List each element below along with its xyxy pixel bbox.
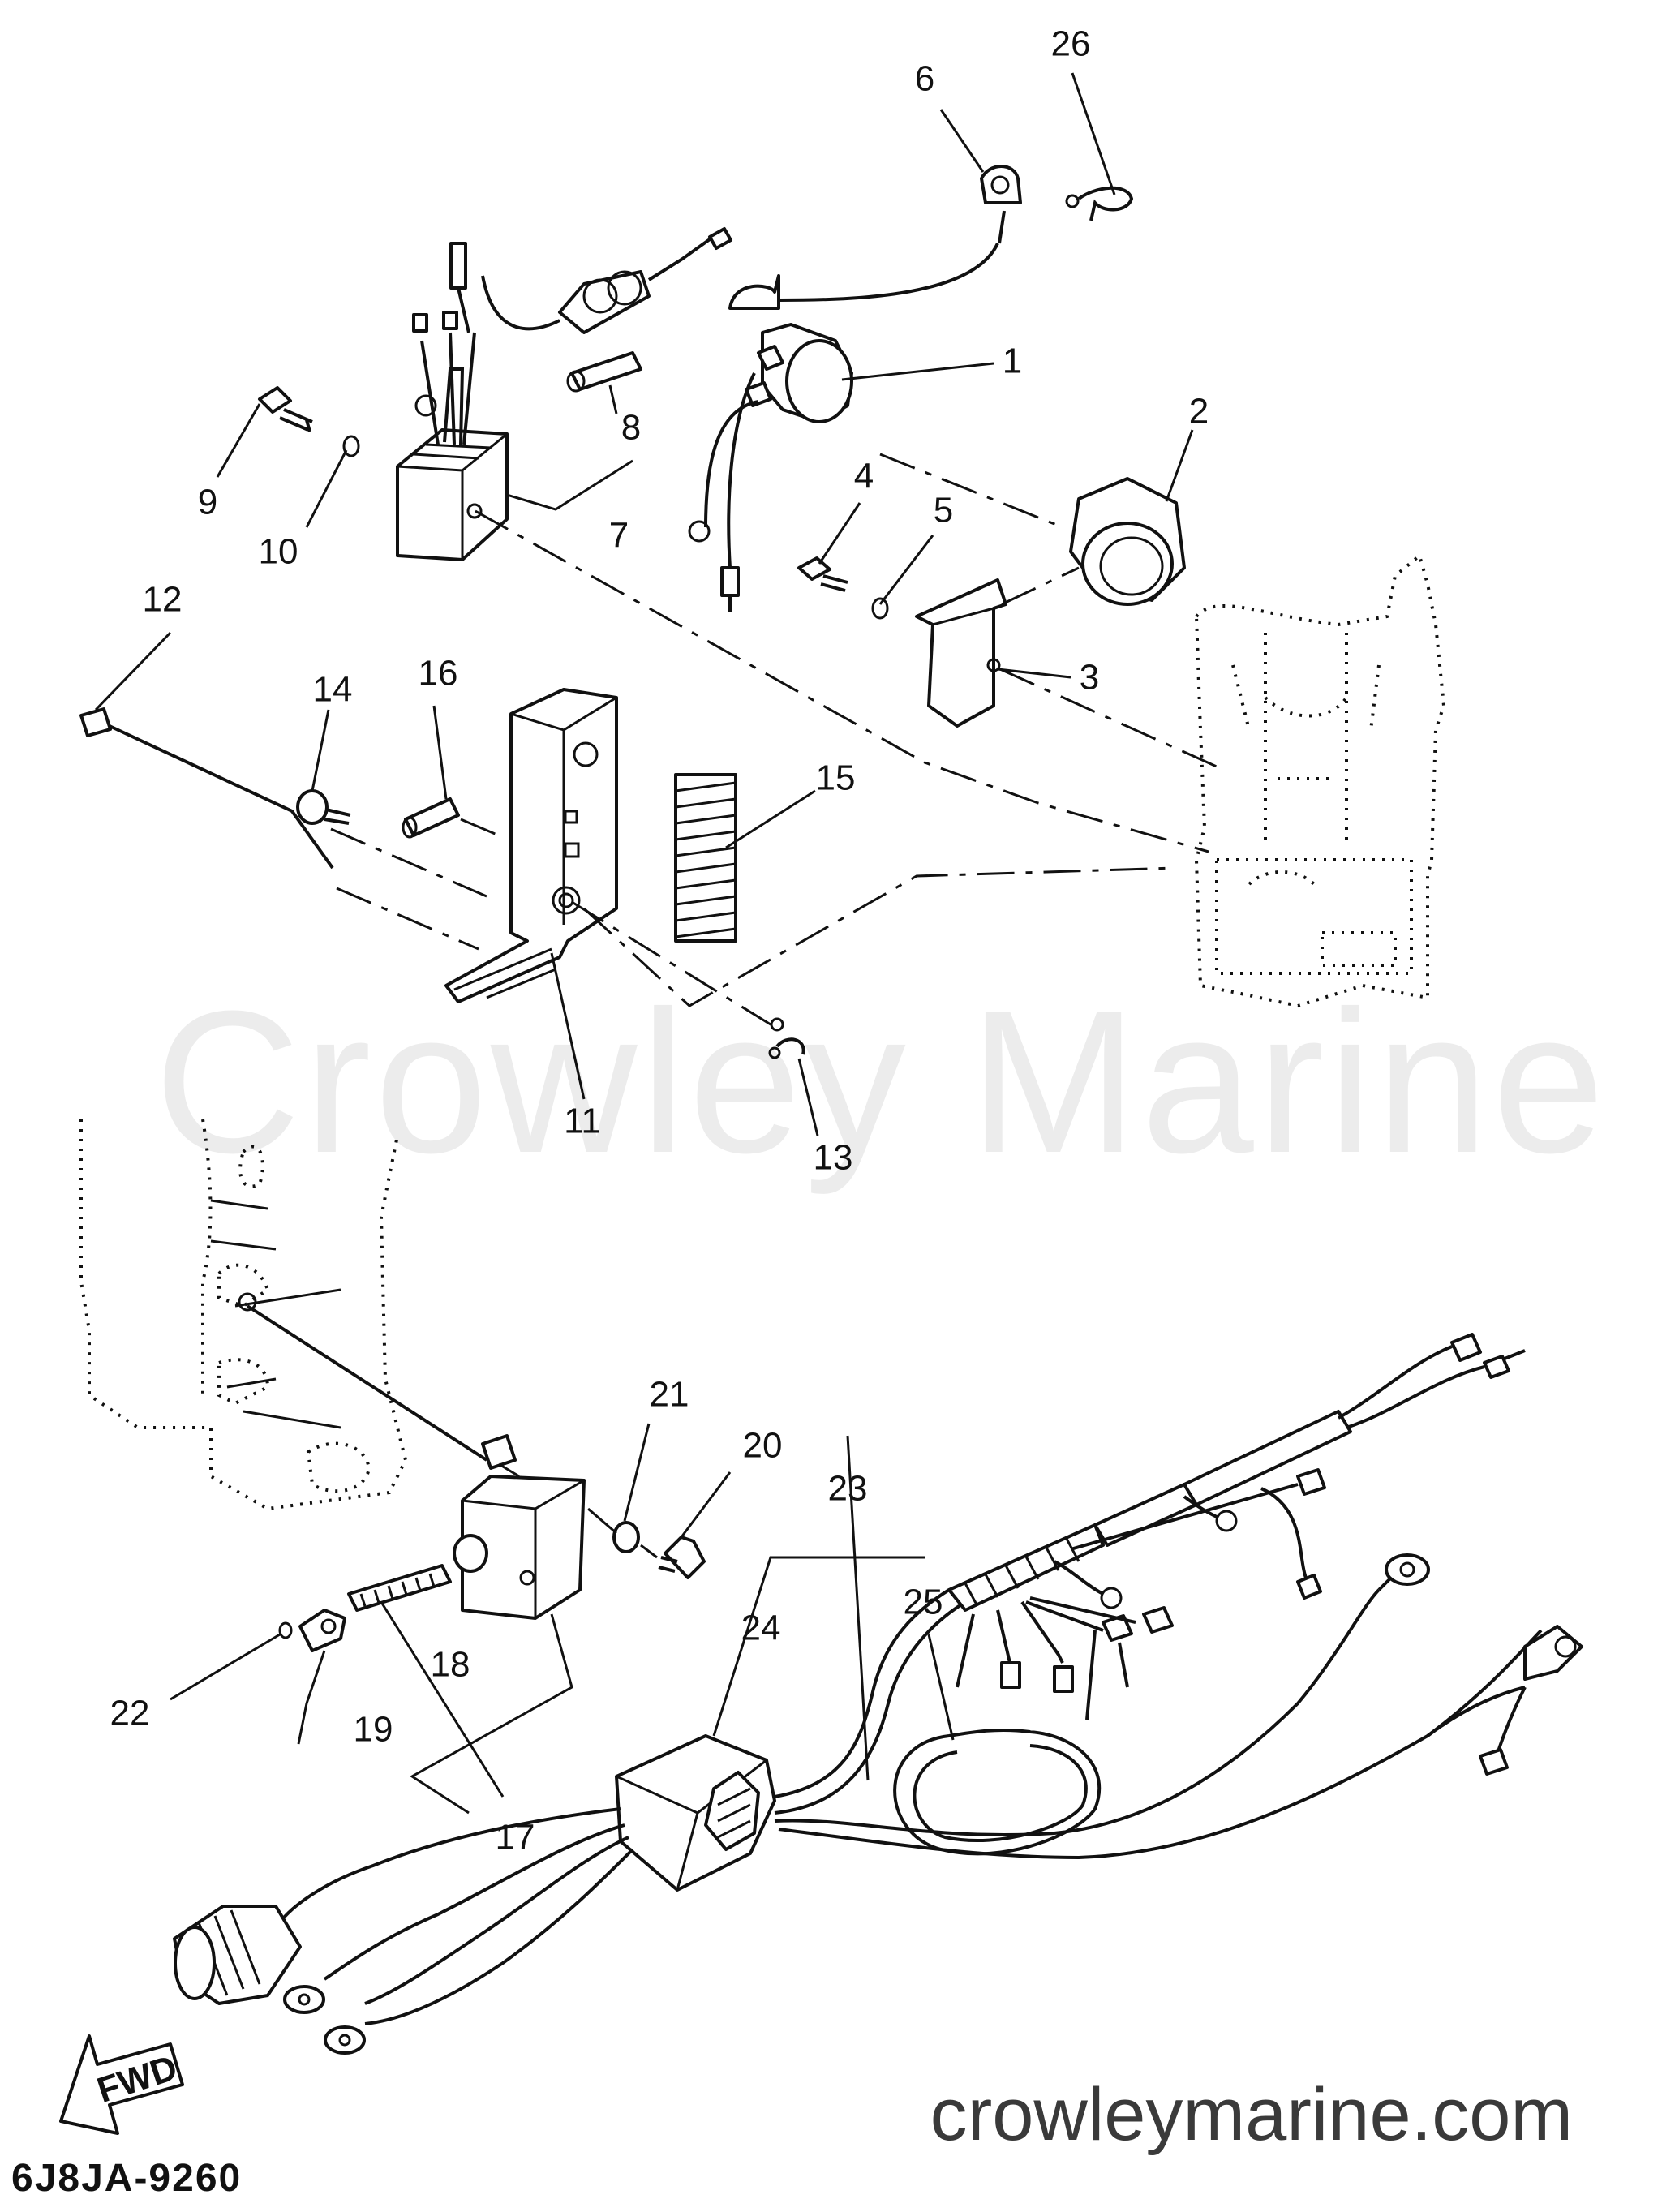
callout-23: 23 <box>828 1469 868 1509</box>
alignment-line-20 <box>640 1544 658 1559</box>
callout-19: 19 <box>354 1710 393 1750</box>
callout-2: 2 <box>1189 392 1209 432</box>
wire-harness-23 <box>173 1333 1583 2055</box>
callout-20: 20 <box>743 1426 783 1466</box>
relay-bracket-3 <box>915 578 1007 728</box>
callout-16: 16 <box>419 654 458 694</box>
site-url: crowleymarine.com <box>930 2073 1573 2156</box>
fwd-direction-arrow: FWD <box>59 2034 184 2135</box>
callout-8: 8 <box>621 408 641 448</box>
relay-grommet-2 <box>1069 477 1186 606</box>
clip-19 <box>298 1609 346 1652</box>
plunger-spring-18 <box>347 1564 452 1612</box>
starter-relay-assembly <box>688 165 1022 612</box>
diagram-reference-code: 6J8JA-9260 <box>11 2157 243 2200</box>
callout-1: 1 <box>1003 341 1022 381</box>
callout-numbers: 1 2 3 4 5 6 7 8 9 10 11 12 13 14 15 16 1… <box>110 24 1209 1858</box>
spring-clip-26 <box>1065 186 1134 221</box>
callout-9: 9 <box>198 483 217 522</box>
callout-13: 13 <box>814 1138 853 1178</box>
callout-17: 17 <box>496 1818 535 1858</box>
callout-7: 7 <box>609 516 629 556</box>
bolt-14 <box>296 789 351 825</box>
callout-4: 4 <box>854 457 874 496</box>
bottom-cowling-housing <box>1194 552 1446 1008</box>
washer-10 <box>342 435 360 457</box>
alignment-line-clip <box>571 900 771 1026</box>
callout-15: 15 <box>816 758 856 798</box>
engine-block <box>79 1119 408 1511</box>
bolt-9 <box>258 386 313 432</box>
callout-6: 6 <box>915 59 934 99</box>
watermark-text: Crowley Marine <box>154 969 1608 1195</box>
callout-14: 14 <box>313 670 353 710</box>
bolt-16 <box>402 797 460 839</box>
callout-25: 25 <box>904 1583 943 1622</box>
callout-24: 24 <box>741 1609 781 1648</box>
callout-22: 22 <box>110 1694 150 1733</box>
callout-12: 12 <box>143 580 183 620</box>
rectifier-assembly <box>396 227 732 561</box>
callout-11: 11 <box>564 1102 601 1141</box>
alignment-line-16 <box>460 818 500 837</box>
alignment-line-bracket <box>1001 566 1080 606</box>
alignment-line-14 <box>330 827 487 898</box>
alignment-line-solenoid <box>246 1304 488 1462</box>
callout-18: 18 <box>431 1645 470 1685</box>
spring-15 <box>674 773 737 943</box>
washer-5 <box>871 597 889 620</box>
callout-26: 26 <box>1051 24 1091 64</box>
e-clip-22 <box>278 1621 293 1639</box>
callout-5: 5 <box>934 491 953 530</box>
bolt-20 <box>658 1536 706 1579</box>
sensor-wire-12 <box>79 707 334 870</box>
leader-lines <box>94 72 1194 1815</box>
bolt-4 <box>797 556 848 592</box>
callout-3: 3 <box>1080 658 1099 698</box>
alignment-line-relay <box>879 453 1063 529</box>
choke-solenoid-17 <box>453 1434 586 1620</box>
washer-21 <box>612 1521 640 1553</box>
callout-10: 10 <box>259 532 298 572</box>
callout-21: 21 <box>650 1375 689 1415</box>
alignment-line-spring <box>582 866 1177 1007</box>
clip-13 <box>768 1017 805 1059</box>
bracket-11 <box>444 688 618 1003</box>
alignment-line-21 <box>587 1507 617 1535</box>
alignment-line-12 <box>336 887 479 951</box>
alignment-line-bracket-cowl <box>999 668 1218 768</box>
